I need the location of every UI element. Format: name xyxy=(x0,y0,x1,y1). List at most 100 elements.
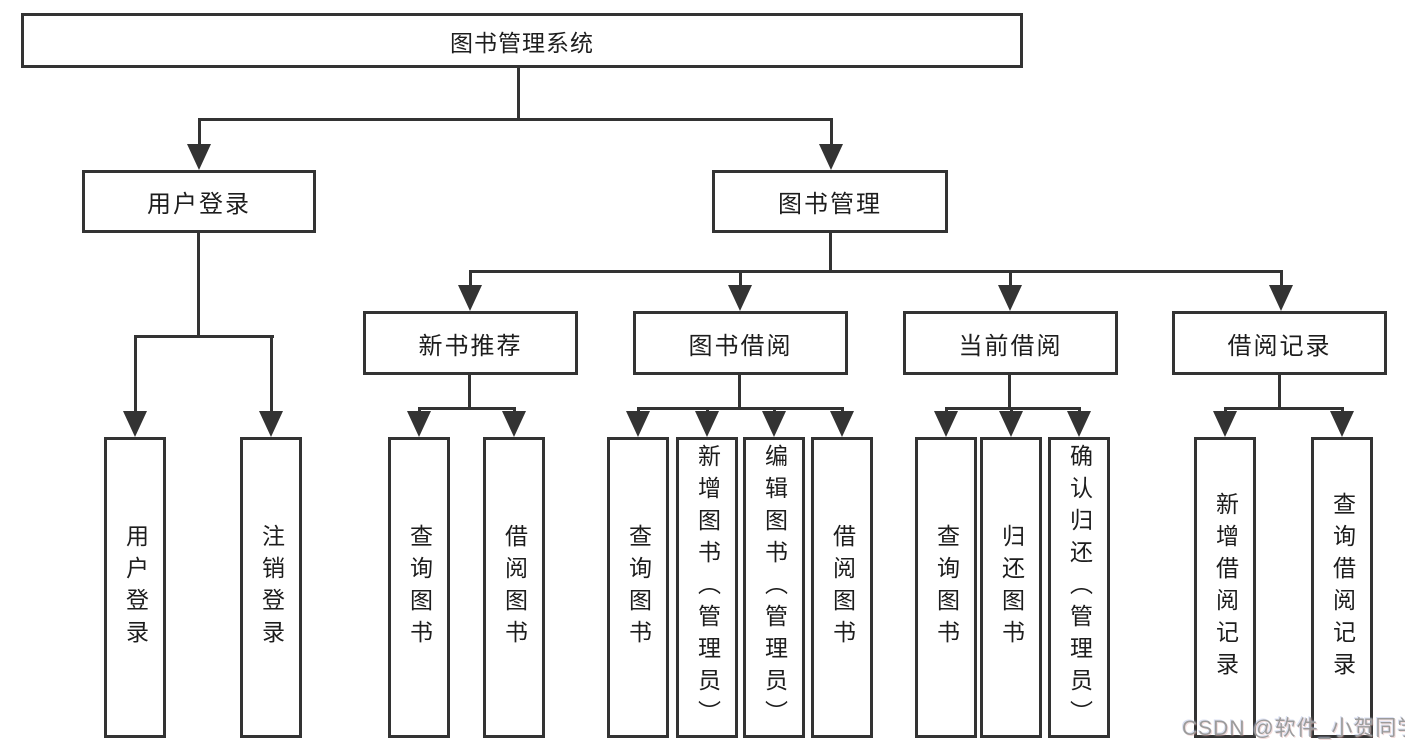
arrow-down-icon xyxy=(998,285,1022,311)
connector-line xyxy=(468,375,471,409)
arrow-down-icon xyxy=(830,411,854,437)
node-edit-books-admin: 编辑图书（管理员） xyxy=(743,437,805,738)
connector-line xyxy=(772,409,776,411)
connector-line xyxy=(705,409,709,411)
node-add-borrow-record: 新增借阅记录 xyxy=(1194,437,1256,738)
connector-line xyxy=(1008,272,1012,285)
node-label: 新增借阅记录 xyxy=(1212,491,1239,684)
connector-arrow xyxy=(502,409,526,437)
node-book-borrowing: 图书借阅 xyxy=(633,311,848,375)
connector-arrow xyxy=(1067,409,1091,437)
node-query-books-borrowing: 查询图书 xyxy=(607,437,669,738)
arrow-down-icon xyxy=(259,411,283,437)
connector-arrow xyxy=(1330,409,1354,437)
node-label: 当前借阅 xyxy=(958,332,1063,360)
connector-line xyxy=(738,272,742,285)
connector-line xyxy=(197,119,201,144)
connector-arrow xyxy=(762,409,786,437)
connector-line xyxy=(517,68,520,121)
node-user-login-action: 用户登录 xyxy=(104,437,166,738)
connector-arrow xyxy=(934,409,958,437)
node-user-login: 用户登录 xyxy=(82,170,316,233)
arrow-down-icon xyxy=(728,285,752,311)
connector-arrow xyxy=(259,337,283,437)
arrow-down-icon xyxy=(502,411,526,437)
node-book-management: 图书管理 xyxy=(712,170,948,233)
node-label: 用户登录 xyxy=(122,523,149,652)
connector-line xyxy=(418,407,516,410)
connector-line xyxy=(636,409,640,411)
connector-line xyxy=(469,270,1283,273)
connector-line xyxy=(417,409,421,411)
connector-line xyxy=(1340,409,1344,411)
node-label: 查询图书 xyxy=(625,523,652,652)
connector-line xyxy=(468,272,472,285)
node-label: 新书推荐 xyxy=(418,332,523,360)
connector-arrow xyxy=(1269,272,1293,311)
connector-line xyxy=(134,335,274,338)
node-add-books-admin: 新增图书（管理员） xyxy=(676,437,738,738)
node-current-borrowing: 当前借阅 xyxy=(903,311,1118,375)
connector-line xyxy=(944,409,948,411)
node-confirm-return-admin: 确认归还（管理员） xyxy=(1048,437,1110,738)
connector-arrow xyxy=(407,409,431,437)
node-label: 确认归还（管理员） xyxy=(1066,443,1093,732)
node-query-books-recommend: 查询图书 xyxy=(388,437,450,738)
connector-line xyxy=(197,233,200,337)
arrow-down-icon xyxy=(1330,411,1354,437)
connector-line xyxy=(512,409,516,411)
node-label: 编辑图书（管理员） xyxy=(761,443,788,732)
connector-line xyxy=(133,337,137,411)
node-label: 查询图书 xyxy=(933,523,960,652)
connector-arrow xyxy=(626,409,650,437)
connector-arrow xyxy=(998,272,1022,311)
connector-line xyxy=(829,119,833,144)
connector-line xyxy=(1008,375,1011,409)
node-label: 归还图书 xyxy=(998,523,1025,652)
watermark: CSDN @软件_小贺同学 xyxy=(1182,717,1405,740)
node-label: 借阅图书 xyxy=(501,523,528,652)
connector-arrow xyxy=(1213,409,1237,437)
connector-line xyxy=(269,337,273,411)
node-label: 借阅记录 xyxy=(1227,332,1332,360)
connector-line xyxy=(1224,407,1344,410)
node-logout: 注销登录 xyxy=(240,437,302,738)
connector-arrow xyxy=(187,119,211,170)
node-return-books: 归还图书 xyxy=(980,437,1042,738)
arrow-down-icon xyxy=(187,144,211,170)
node-label: 图书管理 xyxy=(778,191,882,218)
arrow-down-icon xyxy=(407,411,431,437)
connector-line xyxy=(1278,375,1281,409)
arrow-down-icon xyxy=(999,411,1023,437)
connector-arrow xyxy=(819,119,843,170)
node-query-books-current: 查询图书 xyxy=(915,437,977,738)
node-label: 图书借阅 xyxy=(688,332,793,360)
arrow-down-icon xyxy=(626,411,650,437)
arrow-down-icon xyxy=(123,411,147,437)
connector-arrow xyxy=(123,337,147,437)
connector-line xyxy=(1009,409,1013,411)
connector-line xyxy=(1077,409,1081,411)
connector-arrow xyxy=(695,409,719,437)
connector-arrow xyxy=(458,272,482,311)
node-label: 用户登录 xyxy=(147,191,251,218)
arrow-down-icon xyxy=(1067,411,1091,437)
node-label: 查询图书 xyxy=(406,523,433,652)
node-library-system: 图书管理系统 xyxy=(21,13,1023,68)
connector-arrow xyxy=(830,409,854,437)
arrow-down-icon xyxy=(762,411,786,437)
arrow-down-icon xyxy=(695,411,719,437)
connector-line xyxy=(637,407,844,410)
node-new-book-recommendation: 新书推荐 xyxy=(363,311,578,375)
connector-arrow xyxy=(728,272,752,311)
arrow-down-icon xyxy=(1269,285,1293,311)
connector-line xyxy=(829,233,832,272)
node-query-borrow-record: 查询借阅记录 xyxy=(1311,437,1373,738)
arrow-down-icon xyxy=(458,285,482,311)
node-label: 图书管理系统 xyxy=(450,29,594,56)
connector-line xyxy=(198,118,833,121)
arrow-down-icon xyxy=(819,144,843,170)
node-borrow-books-borrowing: 借阅图书 xyxy=(811,437,873,738)
connector-arrow xyxy=(999,409,1023,437)
connector-line xyxy=(1279,272,1283,285)
